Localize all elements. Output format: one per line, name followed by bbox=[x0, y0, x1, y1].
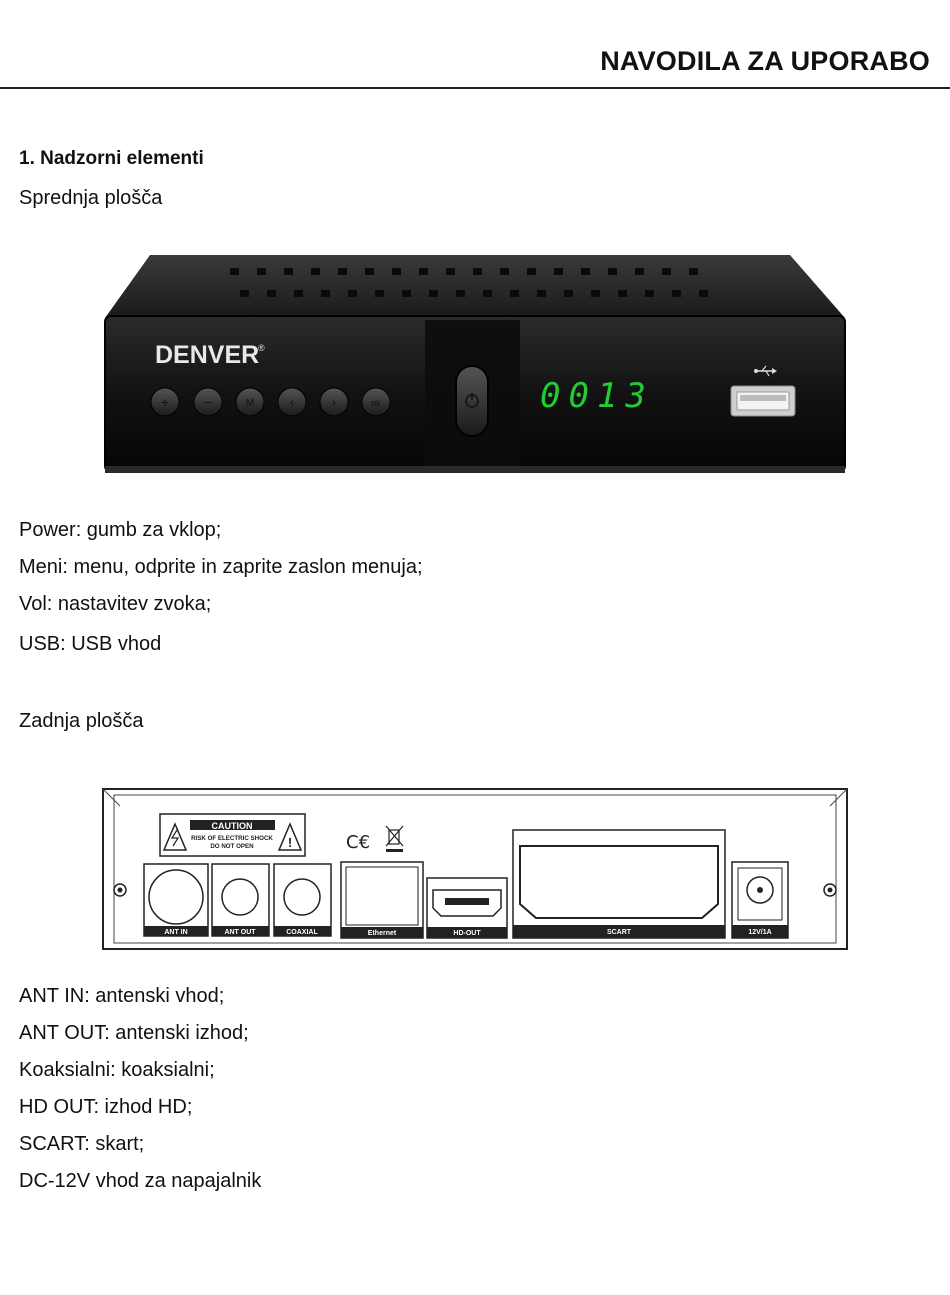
vent-slot bbox=[392, 268, 401, 275]
vent-slot bbox=[257, 268, 266, 275]
svg-text:SCART: SCART bbox=[607, 929, 632, 936]
vent-slot bbox=[608, 268, 617, 275]
vent-slot bbox=[267, 290, 276, 297]
hd-out-port: HD-OUT bbox=[426, 877, 508, 939]
svg-text:CAUTION: CAUTION bbox=[212, 821, 253, 831]
svg-text:Ethernet: Ethernet bbox=[368, 930, 397, 937]
vent-slot bbox=[419, 268, 428, 275]
vent-slot bbox=[672, 290, 681, 297]
vent-slot bbox=[294, 290, 303, 297]
svg-text:HD-OUT: HD-OUT bbox=[453, 930, 481, 937]
svg-text:DO NOT OPEN: DO NOT OPEN bbox=[210, 843, 254, 850]
rear-description-ant-out: ANT OUT: antenski izhod; bbox=[19, 1022, 249, 1044]
page-title: NAVODILA ZA UPORABO bbox=[600, 46, 930, 76]
brand-logo: DENVER bbox=[155, 341, 259, 369]
vent-slot bbox=[375, 290, 384, 297]
usb-icon bbox=[754, 365, 777, 377]
rear-description-dc: DC-12V vhod za napajalnik bbox=[19, 1170, 262, 1192]
vent-slot bbox=[581, 268, 590, 275]
vent-slot bbox=[527, 268, 536, 275]
vent-slot bbox=[402, 290, 411, 297]
vent-slot bbox=[618, 290, 627, 297]
svg-text:®: ® bbox=[258, 343, 265, 353]
front-description-usb: USB: USB vhod bbox=[19, 633, 162, 655]
power-dc-port: 12V/1A bbox=[731, 861, 789, 939]
vent-slot bbox=[689, 268, 698, 275]
vent-slot bbox=[284, 268, 293, 275]
led-display: 0013 bbox=[540, 376, 654, 416]
front-panel-subheading: Sprednja plošča bbox=[19, 187, 163, 209]
svg-text:12V/1A: 12V/1A bbox=[748, 929, 771, 936]
vent-slot bbox=[591, 290, 600, 297]
vent-slot bbox=[240, 290, 249, 297]
vent-slot bbox=[446, 268, 455, 275]
svg-text:!: ! bbox=[288, 835, 292, 850]
svg-text:RISK OF ELECTRIC SHOCK: RISK OF ELECTRIC SHOCK bbox=[191, 835, 273, 842]
vent-slot bbox=[338, 268, 347, 275]
vent-slot bbox=[500, 268, 509, 275]
rear-description-coaxial: Koaksialni: koaksialni; bbox=[19, 1059, 215, 1081]
vent-slot bbox=[537, 290, 546, 297]
svg-text:+: + bbox=[161, 394, 169, 410]
ethernet-port: Ethernet bbox=[340, 861, 424, 939]
weee-bin-icon bbox=[385, 825, 404, 852]
vent-slot bbox=[311, 268, 320, 275]
front-control-buttons: + − M ‹ › ok bbox=[150, 387, 391, 417]
vent-slot bbox=[554, 268, 563, 275]
svg-text:‹: ‹ bbox=[290, 395, 294, 409]
coaxial-port: COAXIAL bbox=[273, 863, 332, 937]
vent-slot bbox=[510, 290, 519, 297]
vent-slot bbox=[483, 290, 492, 297]
vent-slot bbox=[348, 290, 357, 297]
vent-slot bbox=[429, 290, 438, 297]
header-divider bbox=[0, 87, 950, 89]
vent-slot bbox=[564, 290, 573, 297]
vent-slot bbox=[662, 268, 671, 275]
front-description-menu: Meni: menu, odprite in zaprite zaslon me… bbox=[19, 556, 423, 578]
section-heading: 1. Nadzorni elementi bbox=[19, 148, 204, 169]
vent-slot bbox=[365, 268, 374, 275]
svg-text:ANT IN: ANT IN bbox=[164, 929, 187, 936]
vent-slot bbox=[456, 290, 465, 297]
svg-text:ANT OUT: ANT OUT bbox=[224, 929, 256, 936]
usb-port bbox=[730, 385, 796, 417]
ant-out-port: ANT OUT bbox=[211, 863, 270, 937]
front-panel-image: DENVER ® + − M ‹ › ok 0013 bbox=[104, 255, 846, 473]
rear-description-ant-in: ANT IN: antenski vhod; bbox=[19, 985, 225, 1007]
svg-text:−: − bbox=[204, 394, 212, 410]
vent-slot bbox=[321, 290, 330, 297]
rear-panel-image: CAUTION RISK OF ELECTRIC SHOCK DO NOT OP… bbox=[102, 788, 848, 950]
rear-description-hd-out: HD OUT: izhod HD; bbox=[19, 1096, 193, 1118]
vent-slot bbox=[699, 290, 708, 297]
vent-slot bbox=[645, 290, 654, 297]
vent-slot bbox=[230, 268, 239, 275]
vent-slot bbox=[473, 268, 482, 275]
rear-description-scart: SCART: skart; bbox=[19, 1133, 145, 1155]
rear-panel-subheading: Zadnja plošča bbox=[19, 710, 144, 732]
ce-mark-icon: C€ bbox=[346, 832, 370, 853]
front-description-power: Power: gumb za vklop; bbox=[19, 519, 222, 541]
svg-text:COAXIAL: COAXIAL bbox=[286, 929, 318, 936]
svg-text:ok: ok bbox=[371, 398, 381, 408]
front-description-vol: Vol: nastavitev zvoka; bbox=[19, 593, 212, 615]
svg-text:M: M bbox=[246, 398, 254, 409]
vent-slot bbox=[635, 268, 644, 275]
warning-icon: ! bbox=[162, 822, 303, 851]
power-icon bbox=[455, 365, 489, 437]
ant-in-port: ANT IN bbox=[143, 863, 209, 937]
scart-port: SCART bbox=[512, 829, 726, 939]
caution-label: CAUTION RISK OF ELECTRIC SHOCK DO NOT OP… bbox=[159, 813, 306, 857]
svg-text:›: › bbox=[332, 395, 336, 409]
